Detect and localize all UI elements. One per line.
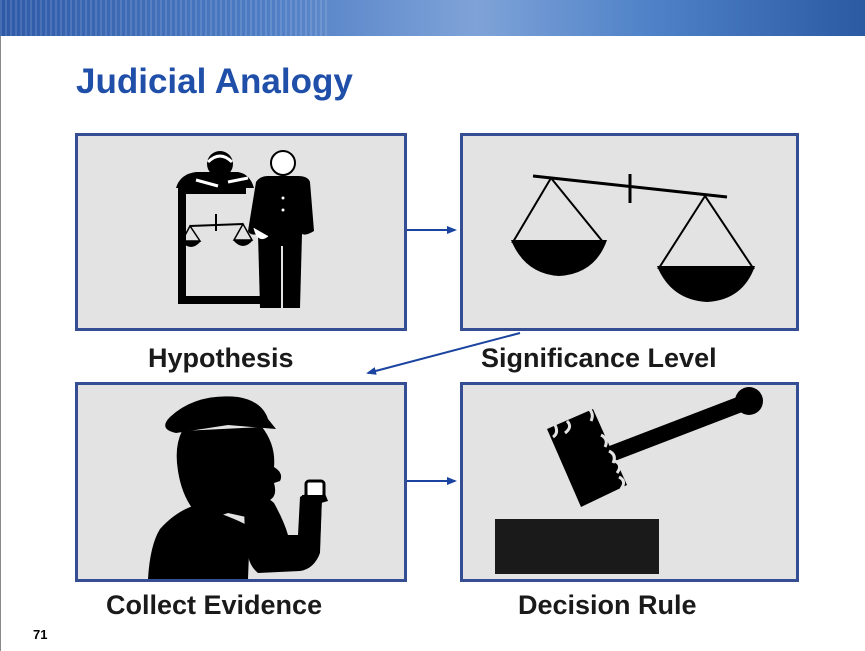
collect-evidence-caption: Collect Evidence [106,590,323,620]
left-border [0,36,1,651]
arrow-significance-to-evidence [366,332,521,375]
significance-level-caption: Significance Level [481,343,717,373]
gavel-icon [495,387,763,574]
page-number: 71 [33,627,48,642]
hypothesis-caption: Hypothesis [148,343,294,373]
judge-and-defendant-icon [176,150,314,308]
decision-rule-caption: Decision Rule [518,590,697,620]
slide-title: Judicial Analogy [76,62,353,101]
detective-silhouette-icon [148,396,328,579]
balance-scale-icon [511,174,755,302]
hypothesis-panel [75,133,407,331]
significance-level-panel [460,133,799,331]
decision-rule-panel [460,382,799,582]
collect-evidence-panel [75,382,407,582]
top-banner [0,0,865,36]
